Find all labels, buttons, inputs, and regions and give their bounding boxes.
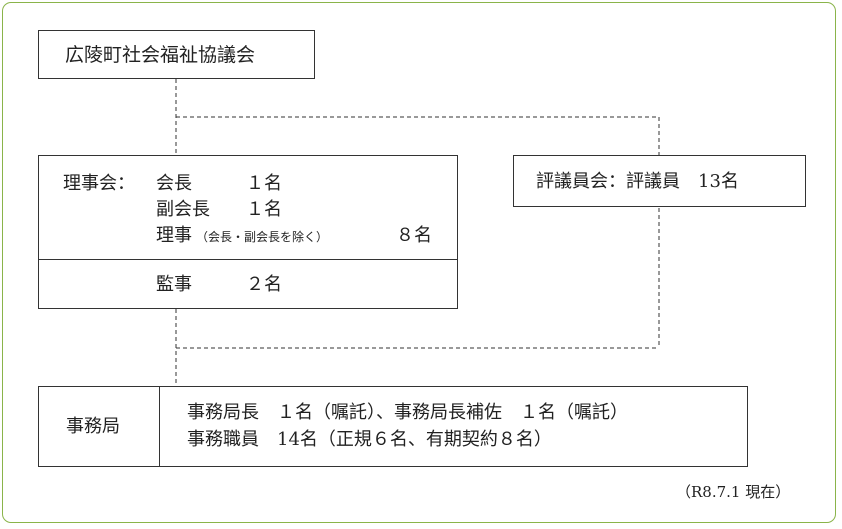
board-count-chair: １名 (246, 173, 282, 194)
board-role-chair: 会長 (156, 173, 192, 194)
as-of-date: （R8.7.1 現在） (676, 483, 791, 501)
board-count-director: ８名 (396, 225, 432, 246)
board-count-vice-chair: １名 (246, 199, 282, 220)
board-title: 理事会： (63, 173, 135, 194)
org-name: 広陵町社会福祉協議会 (65, 44, 256, 66)
board-box: 理事会： 会長 １名 副会長 １名 理事 （会長・副会長を除く） ８名 監事 ２… (38, 155, 458, 309)
council-box: 評議員会：評議員 13名 (513, 155, 806, 207)
org-name-box: 広陵町社会福祉協議会 (38, 30, 315, 79)
board-role-director: 理事 (156, 225, 192, 246)
secretariat-label: 事務局 (66, 416, 120, 437)
auditor-role: 監事 (156, 274, 192, 295)
council-text: 評議員会：評議員 13名 (536, 171, 739, 192)
auditor-count: ２名 (246, 274, 282, 295)
outer-frame (2, 2, 836, 523)
secretariat-box: 事務局 事務局長 １名（嘱託）、事務局長補佐 １名（嘱託） 事務職員 14名（正… (38, 386, 748, 467)
board-divider (39, 259, 457, 260)
board-role-vice-chair: 副会長 (156, 199, 210, 220)
board-director-note: （会長・副会長を除く） (196, 230, 329, 244)
secretariat-line2: 事務職員 14名（正規６名、有期契約８名） (187, 429, 552, 450)
secretariat-divider (159, 387, 160, 466)
secretariat-line1: 事務局長 １名（嘱託）、事務局長補佐 １名（嘱託） (187, 402, 628, 423)
